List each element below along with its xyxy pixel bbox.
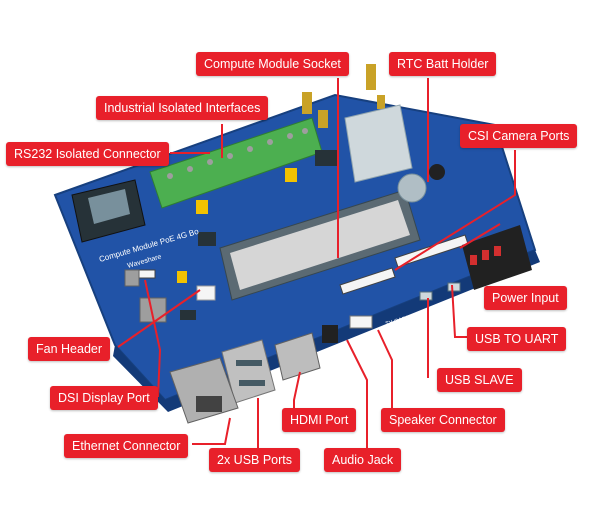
label-usb-to-uart: USB TO UART bbox=[467, 327, 567, 351]
label-fan-header: Fan Header bbox=[28, 337, 111, 361]
callout-line-ethernet bbox=[192, 417, 231, 445]
label-speaker-connector: Speaker Connector bbox=[381, 408, 505, 432]
cm-socket-slot bbox=[230, 200, 410, 290]
rtc-battery bbox=[397, 173, 427, 203]
label-usb-slave: USB SLAVE bbox=[437, 368, 522, 392]
usb-a-slot-2 bbox=[239, 380, 265, 386]
usb-slave-port bbox=[419, 291, 433, 301]
usb-a-slot-1 bbox=[236, 360, 262, 366]
label-dsi-display-port: DSI Display Port bbox=[50, 386, 158, 410]
label-industrial-isolated-interfaces: Industrial Isolated Interfaces bbox=[96, 96, 269, 120]
callout-line-csi-2 bbox=[459, 223, 501, 249]
label-rs232-isolated-connector: RS232 Isolated Connector bbox=[6, 142, 169, 166]
lte-module bbox=[344, 104, 413, 183]
callout-line-csi-1 bbox=[394, 150, 516, 271]
fan-header-connector bbox=[196, 285, 216, 301]
label-power-input: Power Input bbox=[484, 286, 567, 310]
usb-a-stack bbox=[221, 339, 276, 404]
callout-line-usb-uart bbox=[451, 284, 468, 338]
label-audio-jack: Audio Jack bbox=[324, 448, 402, 472]
db9-shell bbox=[88, 189, 130, 224]
callout-line-speaker bbox=[377, 329, 393, 418]
yellow-jumpers bbox=[177, 168, 297, 283]
callout-line-dsi bbox=[144, 279, 162, 398]
speaker-port bbox=[349, 315, 373, 329]
label-ethernet-connector: Ethernet Connector bbox=[64, 434, 189, 458]
label-csi-camera-ports: CSI Camera Ports bbox=[460, 124, 578, 148]
usb-uart-port bbox=[447, 282, 461, 292]
terminal-screws bbox=[167, 128, 308, 179]
ics bbox=[180, 150, 337, 320]
power-terminals bbox=[470, 246, 501, 265]
label-rtc-batt-holder: RTC Batt Holder bbox=[389, 52, 497, 76]
label-2x-usb-ports: 2x USB Ports bbox=[209, 448, 301, 472]
callout-line-fan bbox=[117, 289, 201, 348]
hdmi-connector bbox=[274, 332, 321, 381]
label-hdmi-port: HDMI Port bbox=[282, 408, 357, 432]
power-jack bbox=[462, 225, 532, 290]
callout-line-audio bbox=[346, 339, 368, 458]
audio-jack-port bbox=[322, 325, 338, 343]
label-compute-module-socket: Compute Module Socket bbox=[196, 52, 349, 76]
rtc-cap bbox=[429, 164, 445, 180]
antennas bbox=[302, 64, 385, 128]
ethernet-port bbox=[196, 396, 222, 412]
